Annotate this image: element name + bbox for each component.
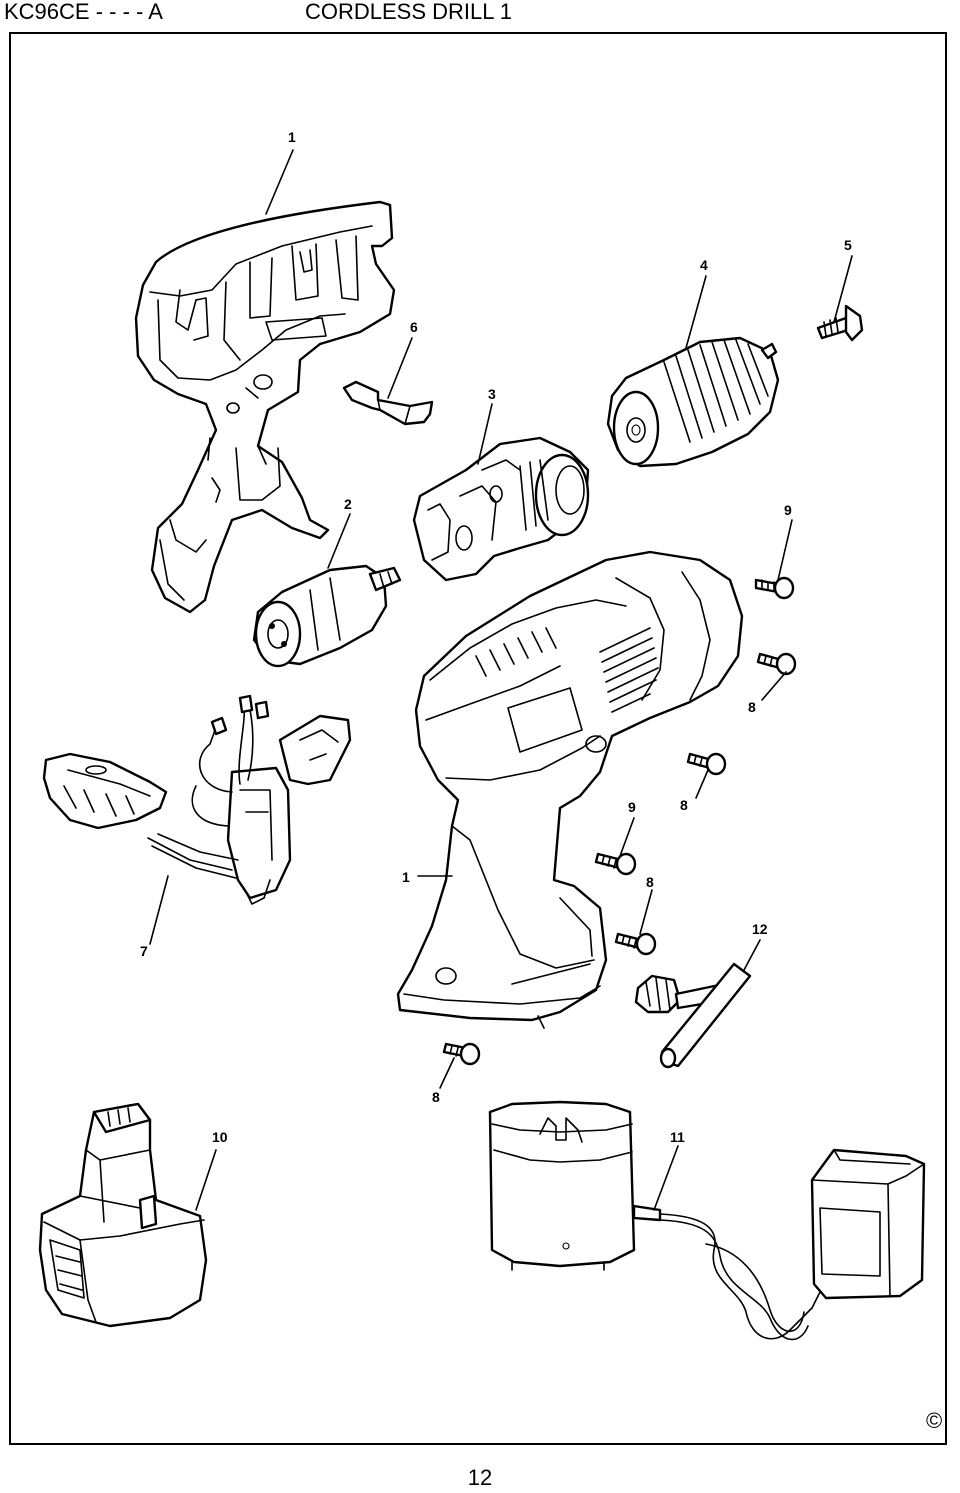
drill-body-part [396, 550, 744, 1029]
screw-8-upper [756, 652, 797, 676]
callout-9-lower: 9 [628, 799, 636, 815]
housing-half-part [134, 200, 396, 614]
battery-pack-part [38, 1102, 208, 1328]
chuck-part [606, 336, 780, 468]
screw-8-middle [686, 752, 727, 776]
callout-3: 3 [488, 386, 496, 402]
charger-part [488, 1100, 926, 1341]
screw-9-lower [594, 852, 637, 876]
page-number: 12 [467, 1465, 493, 1490]
callout-6: 6 [410, 319, 418, 335]
motor-part [252, 564, 402, 668]
callout-7: 7 [140, 943, 148, 959]
leader-lines [149, 149, 853, 1211]
callout-8-bottom: 8 [432, 1089, 440, 1105]
callout-1-body: 1 [402, 869, 410, 885]
drawing-frame [9, 32, 947, 1445]
callout-8-middle: 8 [680, 797, 688, 813]
switch-assembly-part [42, 694, 352, 905]
callout-8-upper: 8 [748, 699, 756, 715]
callout-9-upper: 9 [784, 502, 792, 518]
screw-8-bottom [442, 1042, 481, 1066]
screw-8-lower [614, 932, 657, 956]
chuck-screw-part [816, 304, 864, 342]
callout-12: 12 [752, 921, 768, 937]
callout-10: 10 [212, 1129, 228, 1145]
screw-9-upper [754, 576, 795, 600]
callout-1-housing: 1 [288, 129, 296, 145]
switch-plate-part [342, 380, 434, 426]
gearbox-part [412, 436, 590, 582]
callout-8-lower: 8 [646, 874, 654, 890]
copyright-symbol: © [926, 1408, 943, 1433]
callout-4: 4 [700, 257, 708, 273]
callout-2: 2 [344, 496, 352, 512]
model-code: KC96CE - - - - A [4, 0, 163, 24]
callout-11: 11 [670, 1129, 685, 1145]
chuck-key-part [634, 962, 752, 1069]
callout-5: 5 [844, 237, 852, 253]
diagram-title: CORDLESS DRILL 1 [305, 0, 513, 24]
